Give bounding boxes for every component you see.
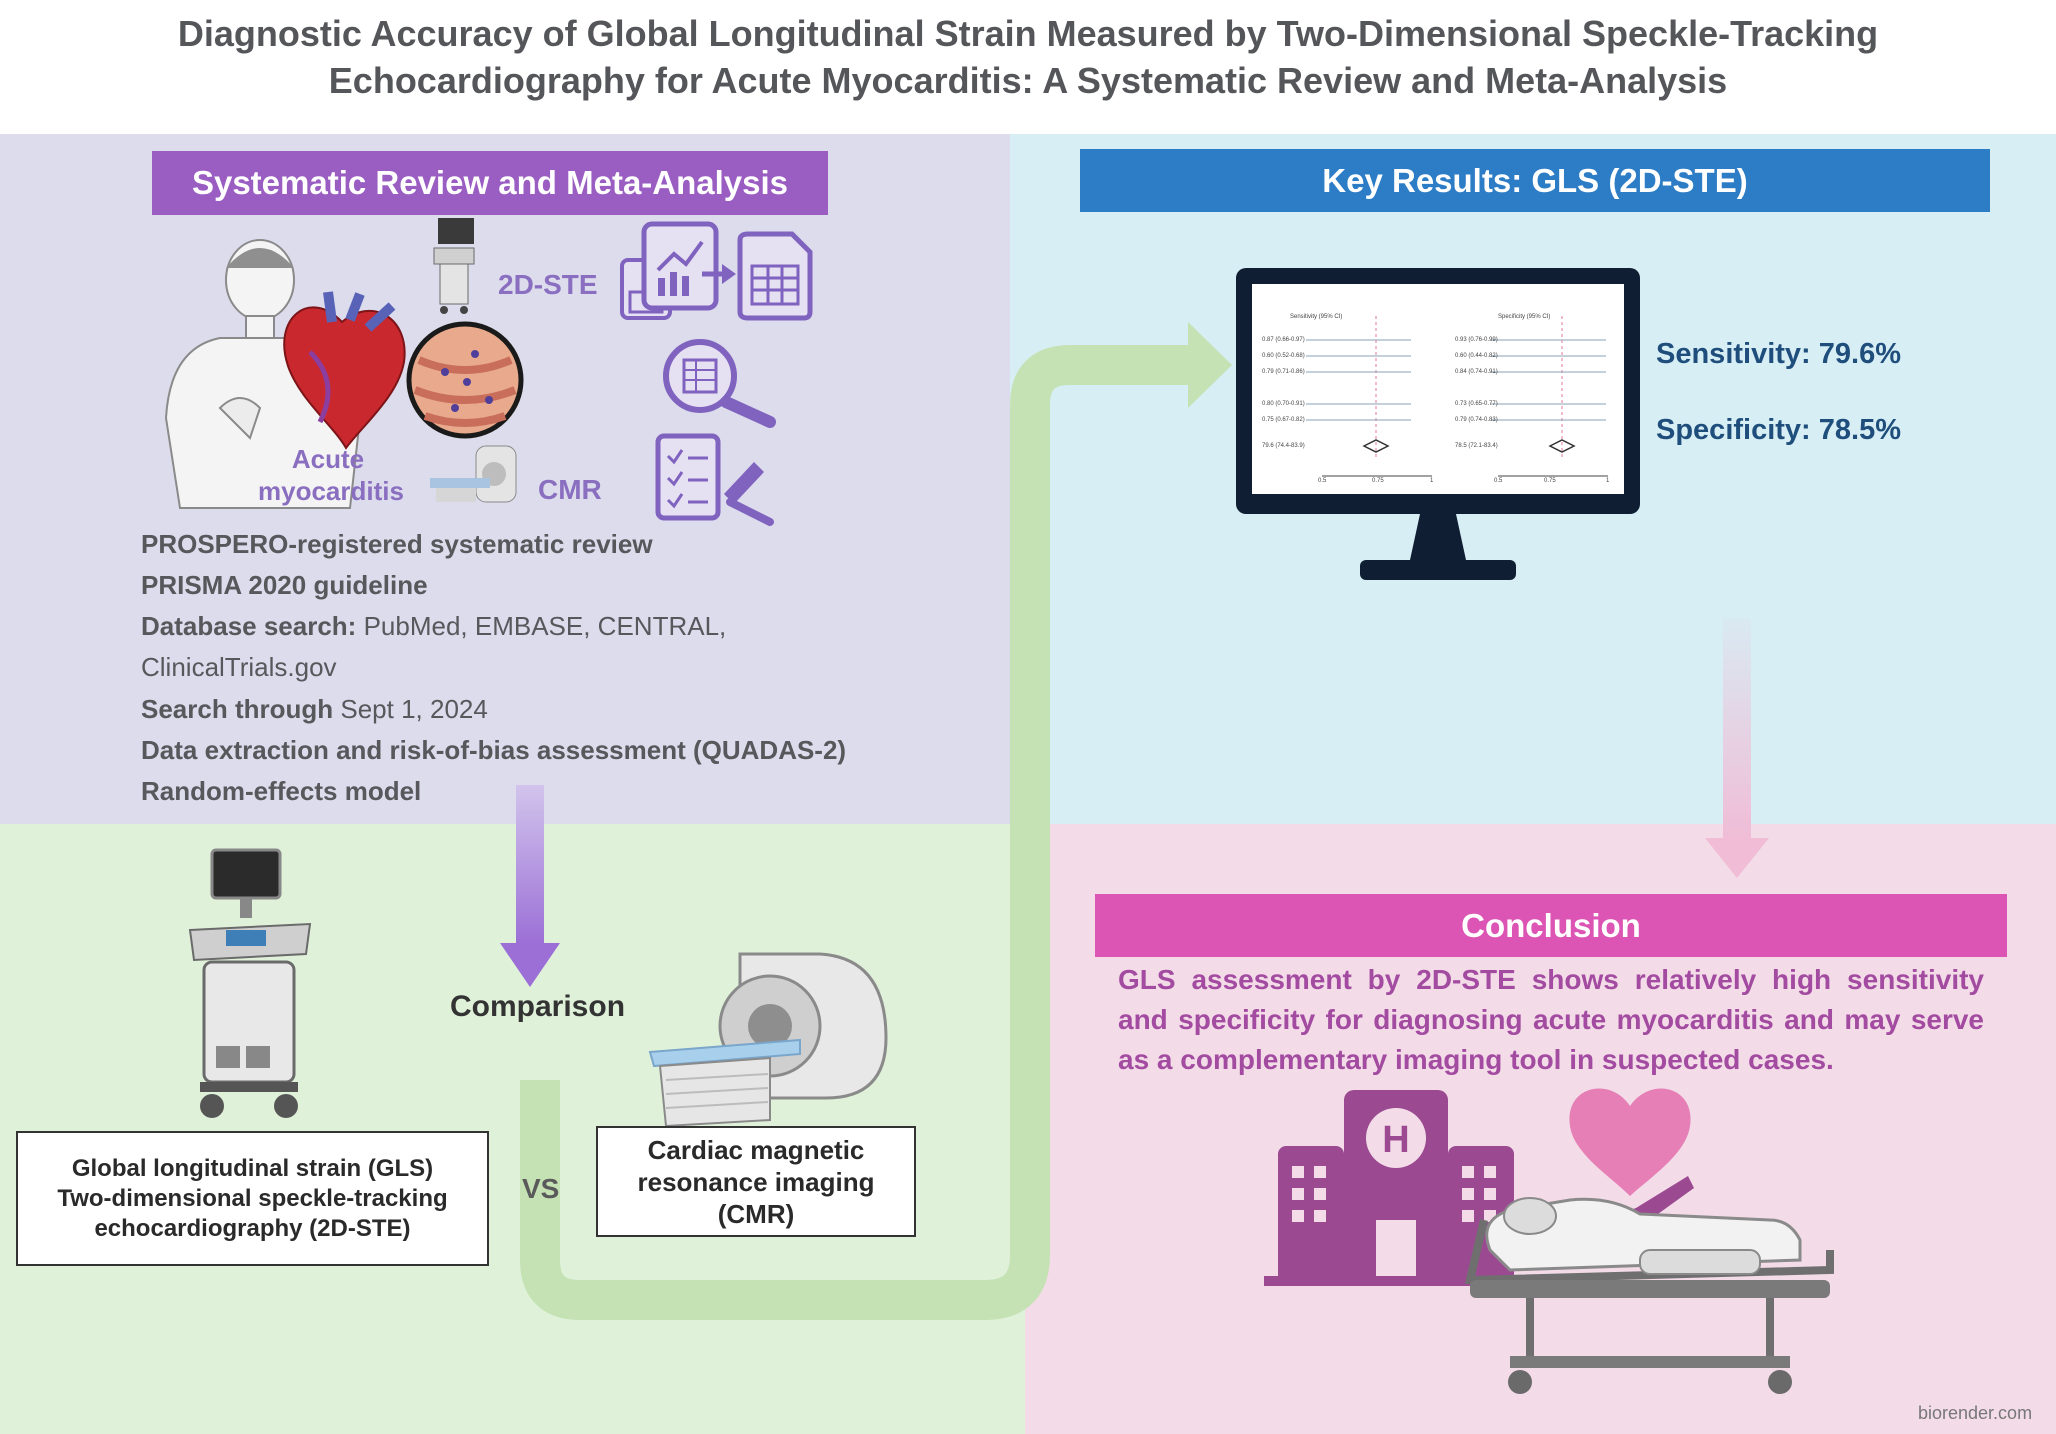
- flow-arrow-pink: [1705, 618, 1769, 878]
- forest-spec-row-2: 0.60 (0.44-0.82): [1455, 353, 1498, 359]
- forest-spec-row-1: 0.93 (0.76-0.99): [1455, 337, 1498, 343]
- results-header: Key Results: GLS (2D-STE): [1080, 149, 1990, 212]
- conclusion-header: Conclusion: [1095, 894, 2007, 957]
- patient-bed-icon: [1464, 1197, 1834, 1394]
- watermark: biorender.com: [1918, 1403, 2033, 1423]
- method-line-4: ClinicalTrials.gov: [141, 652, 337, 682]
- forest-sens-tick-2: 0.75: [1372, 478, 1384, 484]
- forest-sens-tick-1: 0.5: [1318, 478, 1327, 484]
- sensitivity-result: Sensitivity: 79.6%: [1656, 338, 1901, 370]
- method-line-3: Database search: PubMed, EMBASE, CENTRAL…: [141, 611, 727, 641]
- title-line-1: Diagnostic Accuracy of Global Longitudin…: [177, 13, 1879, 54]
- forest-spec-tick-3: 1: [1606, 478, 1610, 484]
- magnifier-icon: [663, 339, 776, 428]
- cmr-box-line-1: Cardiac magnetic: [647, 1134, 865, 1165]
- stem-label: 2D-STE: [498, 269, 598, 300]
- ultrasound-machine-icon: [433, 218, 475, 314]
- gls-box: Global longitudinal strain (GLS) Two-dim…: [16, 1131, 489, 1266]
- ultrasound-machine-icon: [188, 848, 312, 1118]
- method-line-6: Data extraction and risk-of-bias assessm…: [141, 735, 847, 765]
- cmr-box-line-3: (CMR): [717, 1198, 795, 1229]
- mri-scanner-icon: [648, 952, 888, 1128]
- cmr-label: CMR: [538, 474, 602, 505]
- forest-sens-row-1: 0.87 (0.66-0.97): [1262, 337, 1305, 343]
- forest-sens-title: Sensitivity (95% CI): [1290, 314, 1343, 320]
- svg-text:H: H: [1382, 1119, 1409, 1161]
- forest-sens-pooled: 79.6 (74.4-83.9): [1262, 443, 1305, 449]
- comparison-label: Comparison: [450, 990, 626, 1023]
- myocarditis-label: Acute myocarditis: [258, 444, 404, 506]
- forest-sens-row-3: 0.79 (0.71-0.86): [1262, 369, 1305, 375]
- gls-box-line-2: Two-dimensional speckle-tracking: [57, 1184, 448, 1212]
- title-line-2: Echocardiography for Acute Myocarditis: …: [328, 60, 1728, 101]
- table-document-icon: [737, 231, 813, 321]
- forest-spec-row-5: 0.79 (0.74-0.83): [1455, 417, 1498, 423]
- forest-sens-row-2: 0.60 (0.52-0.68): [1262, 353, 1305, 359]
- forest-sens-tick-3: 1: [1430, 478, 1434, 484]
- specificity-result: Specificity: 78.5%: [1656, 414, 1901, 446]
- conclusion-text: GLS assessment by 2D-STE shows relativel…: [1118, 964, 1984, 1075]
- forest-sens-row-4: 0.80 (0.70-0.91): [1262, 401, 1305, 407]
- forest-spec-row-3: 0.84 (0.74-0.91): [1455, 369, 1498, 375]
- forest-spec-title: Specificity (95% CI): [1498, 314, 1551, 320]
- heart-icon: [283, 291, 406, 450]
- forest-sens-row-5: 0.75 (0.67-0.82): [1262, 417, 1305, 423]
- monitor-icon: [1236, 268, 1640, 580]
- review-header: Systematic Review and Meta-Analysis: [152, 151, 828, 215]
- page-title: Diagnostic Accuracy of Global Longitudin…: [0, 10, 2056, 104]
- cmr-box: Cardiac magnetic resonance imaging (CMR): [596, 1126, 916, 1237]
- forest-spec-pooled: 78.5 (72.1-83.4): [1455, 443, 1498, 449]
- method-line-1: PROSPERO-registered systematic review: [141, 529, 653, 559]
- tissue-magnifier-icon: [406, 321, 524, 439]
- forest-spec-tick-2: 0.75: [1544, 478, 1556, 484]
- arrow-icon: [702, 264, 736, 284]
- chart-document-icon: [620, 221, 719, 320]
- method-line-2: PRISMA 2020 guideline: [141, 570, 428, 600]
- forest-spec-row-4: 0.73 (0.65-0.77): [1455, 401, 1498, 407]
- method-line-5: Search through Sept 1, 2024: [141, 694, 488, 724]
- flow-arrow-purple: [500, 785, 560, 987]
- gls-box-line-1: Global longitudinal strain (GLS): [71, 1154, 434, 1182]
- gls-box-line-3: echocardiography (2D-STE): [94, 1214, 411, 1242]
- cmr-box-line-2: resonance imaging: [637, 1166, 875, 1197]
- mri-scanner-small-icon: [430, 445, 517, 503]
- forest-spec-tick-1: 0.5: [1494, 478, 1503, 484]
- vs-label: VS: [522, 1173, 560, 1204]
- method-line-7: Random-effects model: [141, 776, 422, 806]
- checklist-icon: [655, 433, 774, 526]
